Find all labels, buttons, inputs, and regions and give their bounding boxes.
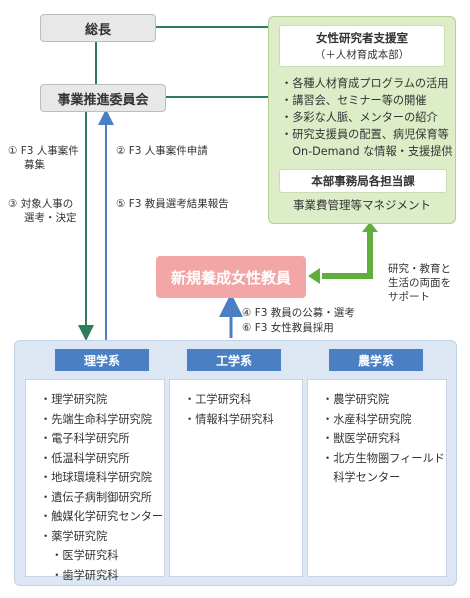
list-item: ・電子科学研究所 [40,432,130,445]
list-item: ・水産科学研究院 [322,412,412,426]
support-item: ・各種人材育成プログラムの活用 [281,77,449,90]
management-label: 事業費管理等マネジメント [293,198,431,212]
list-item: ・先端生命科学研究院 [40,412,152,426]
support-item: ・講習会、セミナー等の開催 [281,94,427,107]
support-item: ・研究支援員の配置、病児保育等 [281,128,449,141]
support-item: On-Demand な情報・支援提供 [281,145,453,158]
dept-engineering-header: 工学系 [187,349,281,371]
flow-5: ⑤ F3 教員選考結果報告 [116,198,229,210]
flow-6: ⑥ F3 女性教員採用 [242,322,334,334]
support-note-line1: 研究・教育と [388,263,451,275]
list-item: ・北方生物圏フィールド [322,451,445,465]
committee-label: 事業推進委員会 [57,92,149,108]
list-item: ・触媒化学研究センター [40,510,164,523]
list-item: ・地球環境科学研究院 [40,471,152,484]
admin-office-box: 本部事務局各担当課 [279,169,447,193]
support-items: ・各種人材育成プログラムの活用 ・講習会、セミナー等の開催 ・多彩な人脈、メンタ… [281,75,453,160]
support-header: 女性研究者支援室 （＋人材育成本部） [279,25,445,67]
list-item: ・情報科学研究科 [184,412,274,426]
departments-panel: 理学系 ・理学研究院 ・先端生命科学研究院 ・電子科学研究所 ・低温科学研究所 … [14,340,457,586]
list-item: ・理学研究院 [40,393,108,406]
flow-1-line1: ① F3 人事案件 [8,145,79,157]
dept-science-list: ・理学研究院 ・先端生命科学研究院 ・電子科学研究所 ・低温科学研究所 ・地球環… [25,379,165,582]
list-item: ・医学研究科 [40,549,119,562]
flow-2: ② F3 人事案件申請 [116,145,208,157]
new-female-faculty-label: 新規養成女性教員 [170,268,291,287]
list-item: 科学センター [322,471,401,484]
support-note-line3: サポート [388,291,430,303]
committee-box: 事業推進委員会 [40,84,166,112]
flow-3-line2: 選考・決定 [24,212,77,224]
flow-4: ④ F3 教員の公募・選考 [242,307,355,319]
dept-agriculture-label: 農学系 [357,353,394,368]
flow-1-line2: 募集 [24,159,45,171]
admin-office-label: 本部事務局各担当課 [311,174,415,188]
dept-science-label: 理学系 [83,353,120,368]
flow-3-line1: ③ 対象人事の [8,198,74,210]
list-item: ・工学研究科 [184,393,252,406]
support-title: 女性研究者支援室 [316,31,408,45]
support-office: 女性研究者支援室 （＋人材育成本部） ・各種人材育成プログラムの活用 ・講習会、… [268,16,456,224]
support-title-sub: （＋人材育成本部） [314,49,410,61]
president-label: 総長 [84,22,111,38]
support-note-line2: 生活の両面を [388,277,451,289]
list-item: ・農学研究院 [322,393,390,406]
dept-engineering-list: ・工学研究科 ・情報科学研究科 [169,379,303,577]
dept-agriculture-list: ・農学研究院 ・水産科学研究院 ・獣医学研究科 ・北方生物圏フィールド 科学セン… [307,379,447,577]
dept-science-header: 理学系 [55,349,149,371]
arrow-support-to-newfaculty [322,230,373,279]
new-female-faculty-box: 新規養成女性教員 [156,256,306,298]
list-item: ・歯学研究科 [40,568,119,582]
list-item: ・獣医学研究科 [322,432,401,445]
dept-agriculture-header: 農学系 [329,349,423,371]
list-item: ・遺伝子病制御研究所 [40,490,152,504]
president-box: 総長 [40,14,156,42]
list-item: ・薬学研究院 [40,529,108,543]
dept-engineering-label: 工学系 [215,353,252,368]
list-item: ・低温科学研究所 [40,451,130,465]
support-item: ・多彩な人脈、メンターの紹介 [281,111,438,124]
